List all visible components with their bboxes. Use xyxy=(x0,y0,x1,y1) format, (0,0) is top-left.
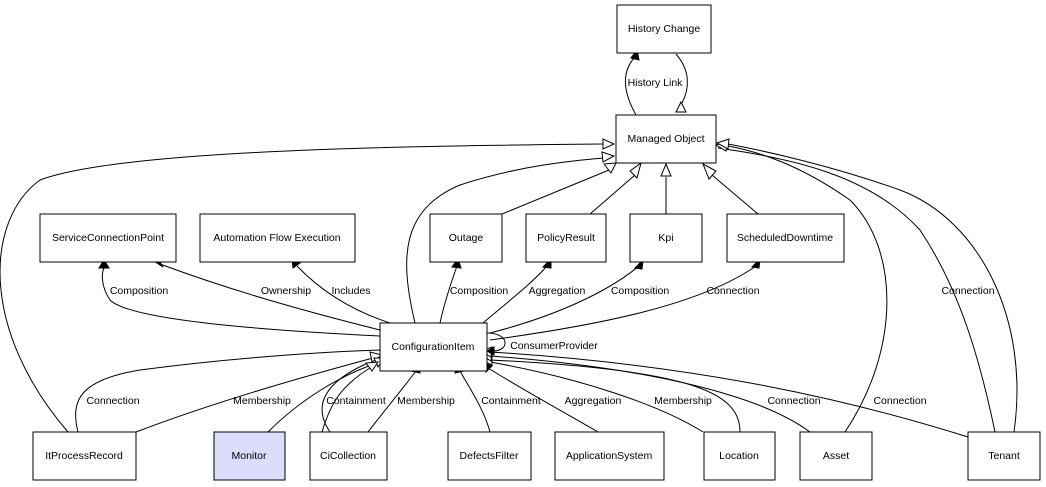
edge-asset-connection-ci xyxy=(489,355,811,433)
node-defects-filter[interactable]: DefectsFilter xyxy=(447,431,532,481)
node-tenant[interactable]: Tenant xyxy=(967,431,1041,481)
node-label: Monitor xyxy=(231,450,267,462)
edge-itpr-connection-ci xyxy=(75,349,381,433)
edge-location-membership-ci xyxy=(489,361,704,433)
node-label: ApplicationSystem xyxy=(566,450,653,462)
edge-cic-containment-ci xyxy=(321,362,369,433)
node-label: Managed Object xyxy=(627,133,704,145)
edge-cic-containment-ci-2 xyxy=(321,364,376,433)
arrowhead-open-tenant xyxy=(715,138,730,150)
edge-label-membership-monitor: Membership xyxy=(233,395,291,407)
arrowhead-filled-scp xyxy=(98,259,110,269)
node-label: CiCollection xyxy=(320,450,376,462)
edge-history-generalization xyxy=(675,53,688,104)
edge-label-includes: Includes xyxy=(331,285,370,297)
arrowhead-open-sched xyxy=(702,162,717,180)
edge-location-connection-ci xyxy=(489,359,741,433)
node-label: ItProcessRecord xyxy=(45,450,123,462)
node-label: ScheduledDowntime xyxy=(737,232,833,244)
node-kpi[interactable]: Kpi xyxy=(629,213,703,263)
arrowhead-open-itpr xyxy=(602,138,616,150)
edge-ci-aggregation-policy xyxy=(482,265,548,324)
node-ci-collection[interactable]: CiCollection xyxy=(309,431,388,481)
node-label: Outage xyxy=(449,232,484,244)
edge-appsys-aggregation-ci xyxy=(487,367,599,433)
edge-ci-composition-scp xyxy=(101,267,381,337)
edge-tenant-connection-managed-object xyxy=(717,147,996,433)
edge-itpr-membership-ci xyxy=(135,357,374,433)
node-monitor[interactable]: Monitor xyxy=(213,431,286,481)
node-outage[interactable]: Outage xyxy=(429,213,503,263)
edge-label-membership-location: Membership xyxy=(654,395,712,407)
node-location[interactable]: Location xyxy=(703,431,776,481)
node-label: ConfigurationItem xyxy=(392,341,475,353)
edge-label-ownership: Ownership xyxy=(261,285,311,297)
node-automation-flow-execution[interactable]: Automation Flow Execution xyxy=(199,213,356,263)
edge-tenant-connection-ci xyxy=(489,351,969,438)
edge-label-containment-defects: Containment xyxy=(481,395,541,407)
edge-outage-to-managed-object xyxy=(501,169,610,215)
node-application-system[interactable]: ApplicationSystem xyxy=(554,431,665,481)
arrowhead-open-kpi xyxy=(660,162,672,177)
node-managed-object[interactable]: Managed Object xyxy=(615,114,717,164)
edge-ci-includes-afe xyxy=(296,265,391,324)
edge-defects-containment-ci xyxy=(459,370,491,433)
node-label: Automation Flow Execution xyxy=(213,232,340,244)
node-label: Tenant xyxy=(988,450,1020,462)
edge-label-connection-asset: Connection xyxy=(767,395,820,407)
edge-label-composition-kpi: Composition xyxy=(611,285,670,297)
node-asset[interactable]: Asset xyxy=(799,431,873,481)
node-policy-result[interactable]: PolicyResult xyxy=(525,213,607,263)
edge-ci-composition-outage xyxy=(439,265,458,324)
node-service-connection-point[interactable]: ServiceConnectionPoint xyxy=(39,213,177,263)
edge-history-link xyxy=(625,55,637,116)
edge-label-aggregation-policy: Aggregation xyxy=(529,285,586,297)
arrowhead-open-policy xyxy=(629,161,642,179)
edge-label-composition-scp: Composition xyxy=(110,285,169,297)
arrowhead-open-outage xyxy=(603,162,617,174)
edge-label-connection-itpr: Connection xyxy=(86,395,139,407)
edge-ci-to-managed-object xyxy=(406,157,604,324)
node-label: PolicyResult xyxy=(537,232,595,244)
node-label: ServiceConnectionPoint xyxy=(52,232,164,244)
edge-cic-membership-ci xyxy=(367,370,417,433)
arrowhead-open-ci xyxy=(601,151,616,163)
node-it-process-record[interactable]: ItProcessRecord xyxy=(32,431,137,481)
arrowhead-filled-consumer xyxy=(485,346,495,356)
edge-itpr-to-managed-object xyxy=(0,143,604,433)
node-label: History Change xyxy=(628,23,701,35)
edge-sched-to-managed-object xyxy=(711,174,759,215)
edge-policy-to-managed-object xyxy=(589,174,636,215)
edge-label-membership-cic: Membership xyxy=(397,395,455,407)
edge-ci-consumer-provider xyxy=(486,332,506,352)
edge-label-containment-cic: Containment xyxy=(326,395,386,407)
node-configuration-item[interactable]: ConfigurationItem xyxy=(379,322,488,372)
edge-label-consumer-provider: ConsumerProvider xyxy=(510,340,598,352)
edge-ci-ownership-scp xyxy=(159,263,381,331)
node-label: DefectsFilter xyxy=(460,450,519,462)
edge-label-composition-outage: Composition xyxy=(450,285,509,297)
node-label: Kpi xyxy=(658,232,673,244)
edge-label-connection-sched: Connection xyxy=(706,285,759,297)
edge-tenant-to-managed-object xyxy=(727,143,1018,433)
edge-ci-connection-sched xyxy=(489,265,757,341)
arrowhead-open-history xyxy=(675,100,687,113)
node-label: Location xyxy=(719,450,759,462)
edge-label-connection-tenant-mo: Connection xyxy=(941,285,994,297)
edge-label-connection-tenant: Connection xyxy=(873,395,926,407)
edge-ci-composition-kpi xyxy=(489,265,640,334)
edge-monitor-membership-ci xyxy=(267,361,381,433)
node-history-change[interactable]: History Change xyxy=(616,4,712,54)
node-label: Asset xyxy=(823,450,849,462)
node-scheduled-downtime[interactable]: ScheduledDowntime xyxy=(726,213,845,263)
edge-label-aggregation-appsys: Aggregation xyxy=(565,395,622,407)
arrowhead-open-ci-cic xyxy=(365,361,379,372)
edge-label-history-link: History Link xyxy=(628,77,684,89)
